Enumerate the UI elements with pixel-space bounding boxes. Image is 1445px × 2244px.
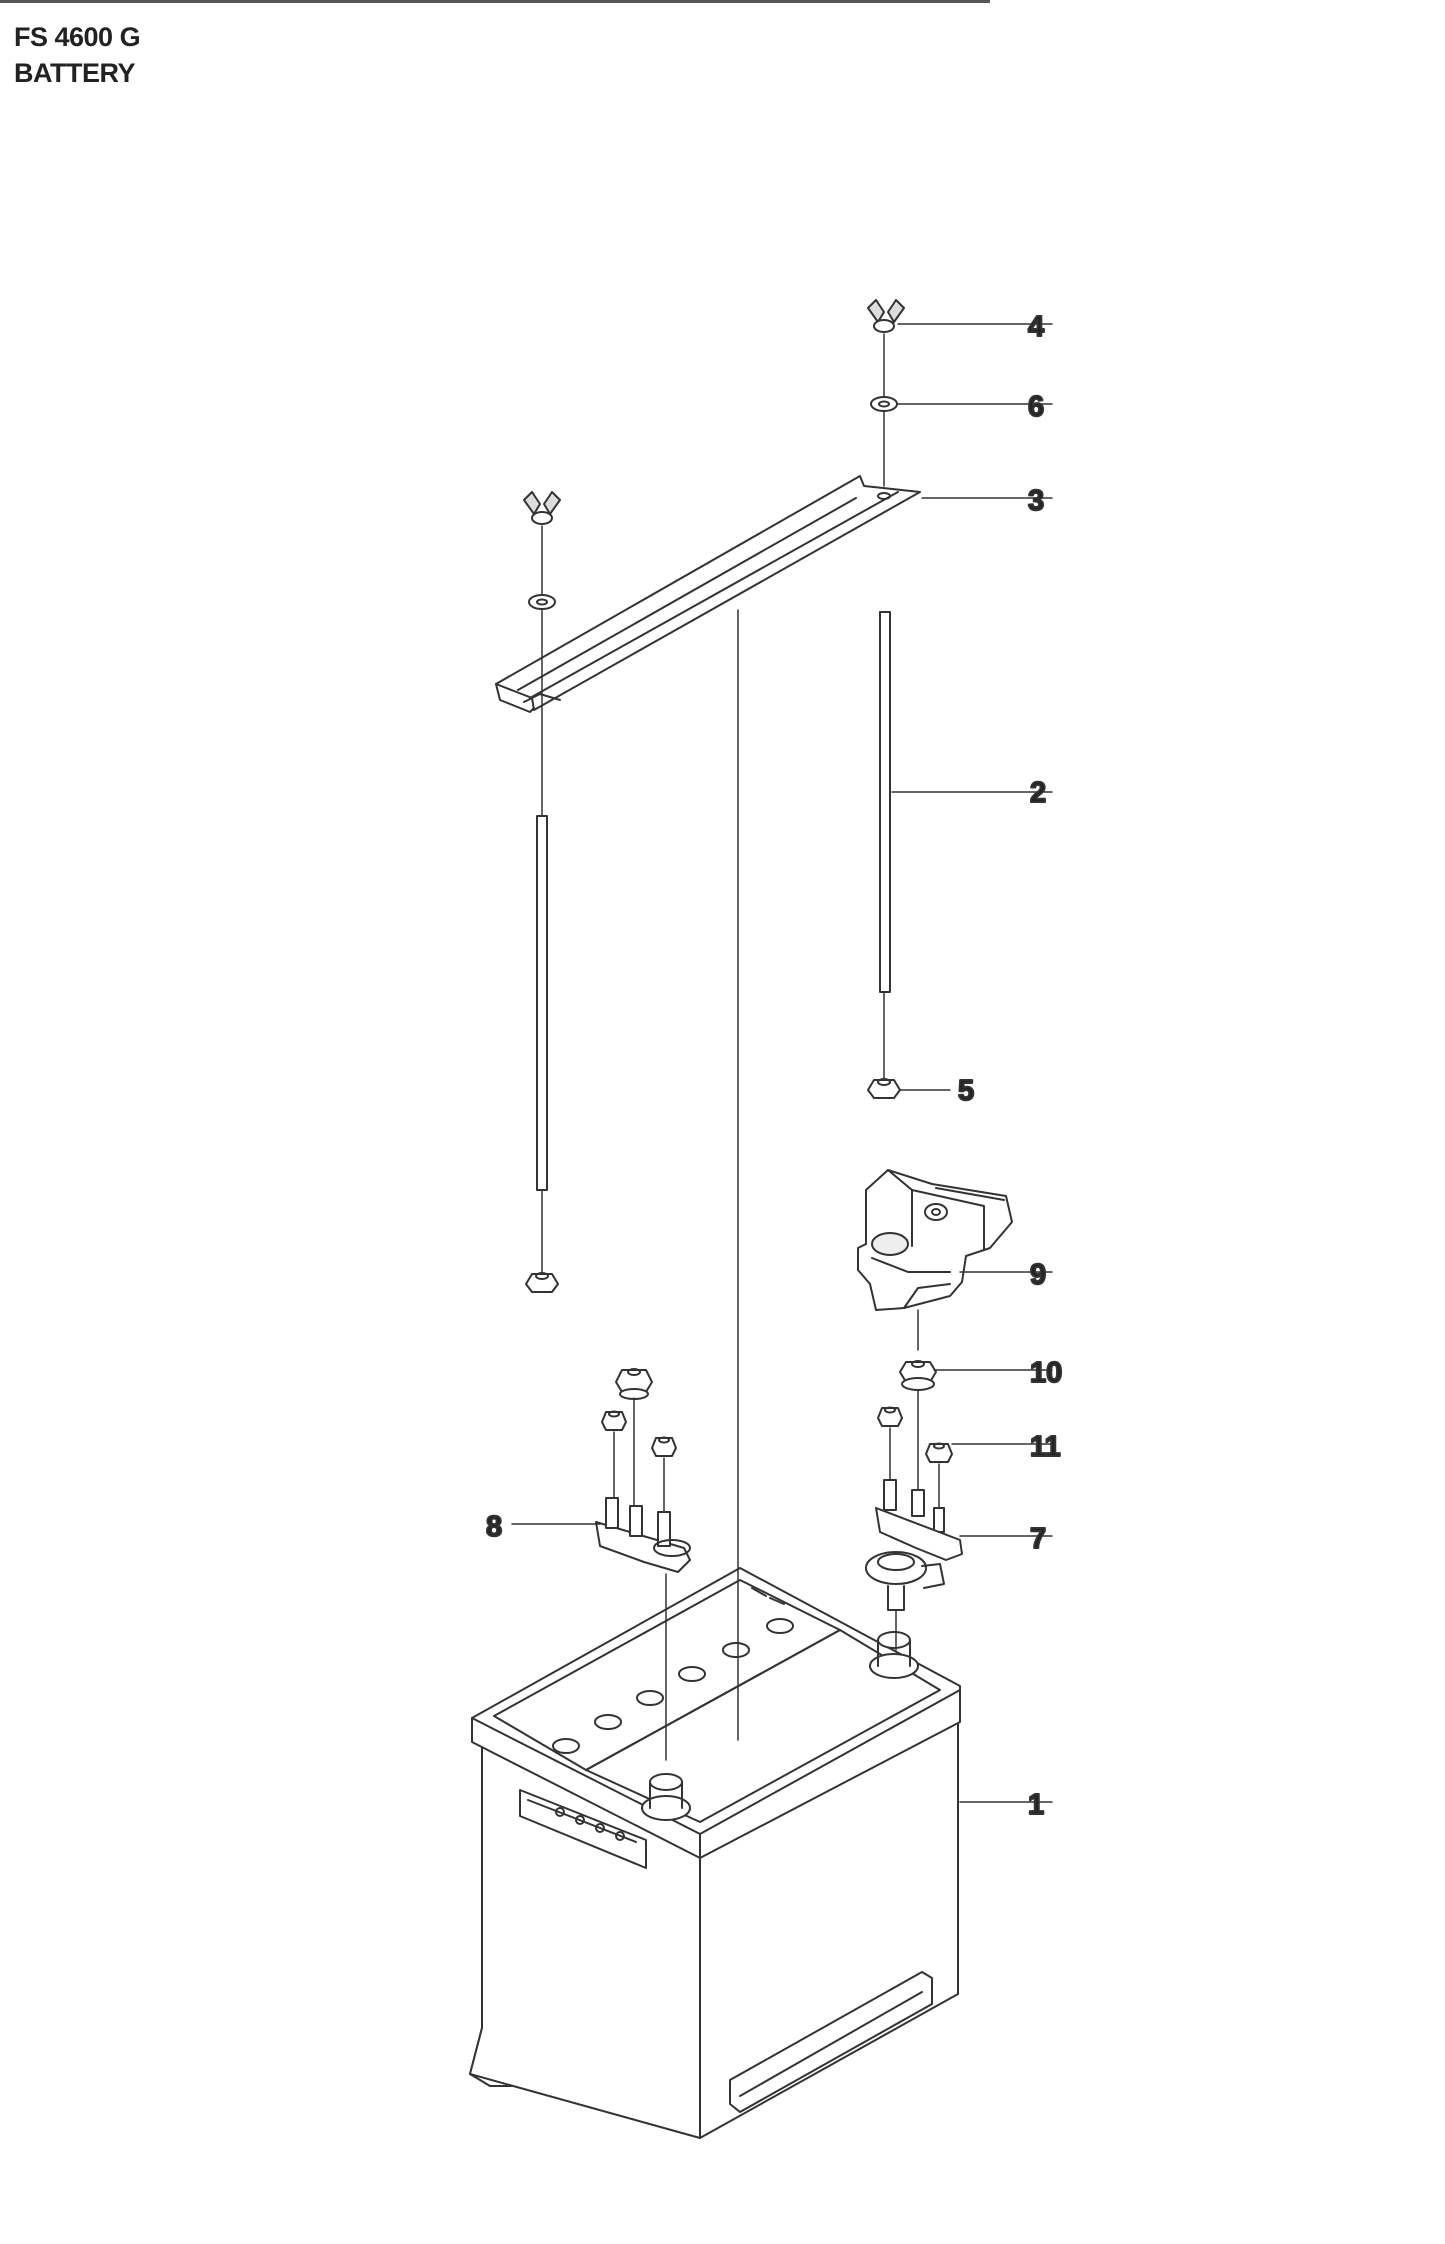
right-terminal-clamp [865,1507,963,1651]
flange-nut-right [899,1360,937,1491]
battery-part [469,1567,961,2139]
left-hardware [523,491,561,1293]
right-hardware [867,299,905,1099]
hold-down-bar-part [495,475,921,713]
right-clamp-bolts [877,1406,953,1533]
model-title: FS 4600 G [14,22,141,52]
header-rule [0,0,990,3]
callout-6: 6 [1028,391,1044,423]
left-terminal-clamp [595,1368,691,1761]
leader-lines [511,323,1053,1803]
callout-11: 11 [1030,1431,1061,1463]
callout-9: 9 [1030,1259,1046,1291]
section-title: BATTERY [14,58,136,88]
callout-10: 10 [1030,1357,1062,1389]
callout-5: 5 [958,1075,974,1107]
callout-2: 2 [1030,777,1046,809]
terminal-cover-part [857,1169,1013,1351]
callout-8: 8 [486,1511,502,1543]
callout-3: 3 [1028,485,1044,517]
callout-7: 7 [1030,1523,1046,1555]
callout-4: 4 [1028,311,1044,343]
callout-1: 1 [1028,1789,1044,1821]
